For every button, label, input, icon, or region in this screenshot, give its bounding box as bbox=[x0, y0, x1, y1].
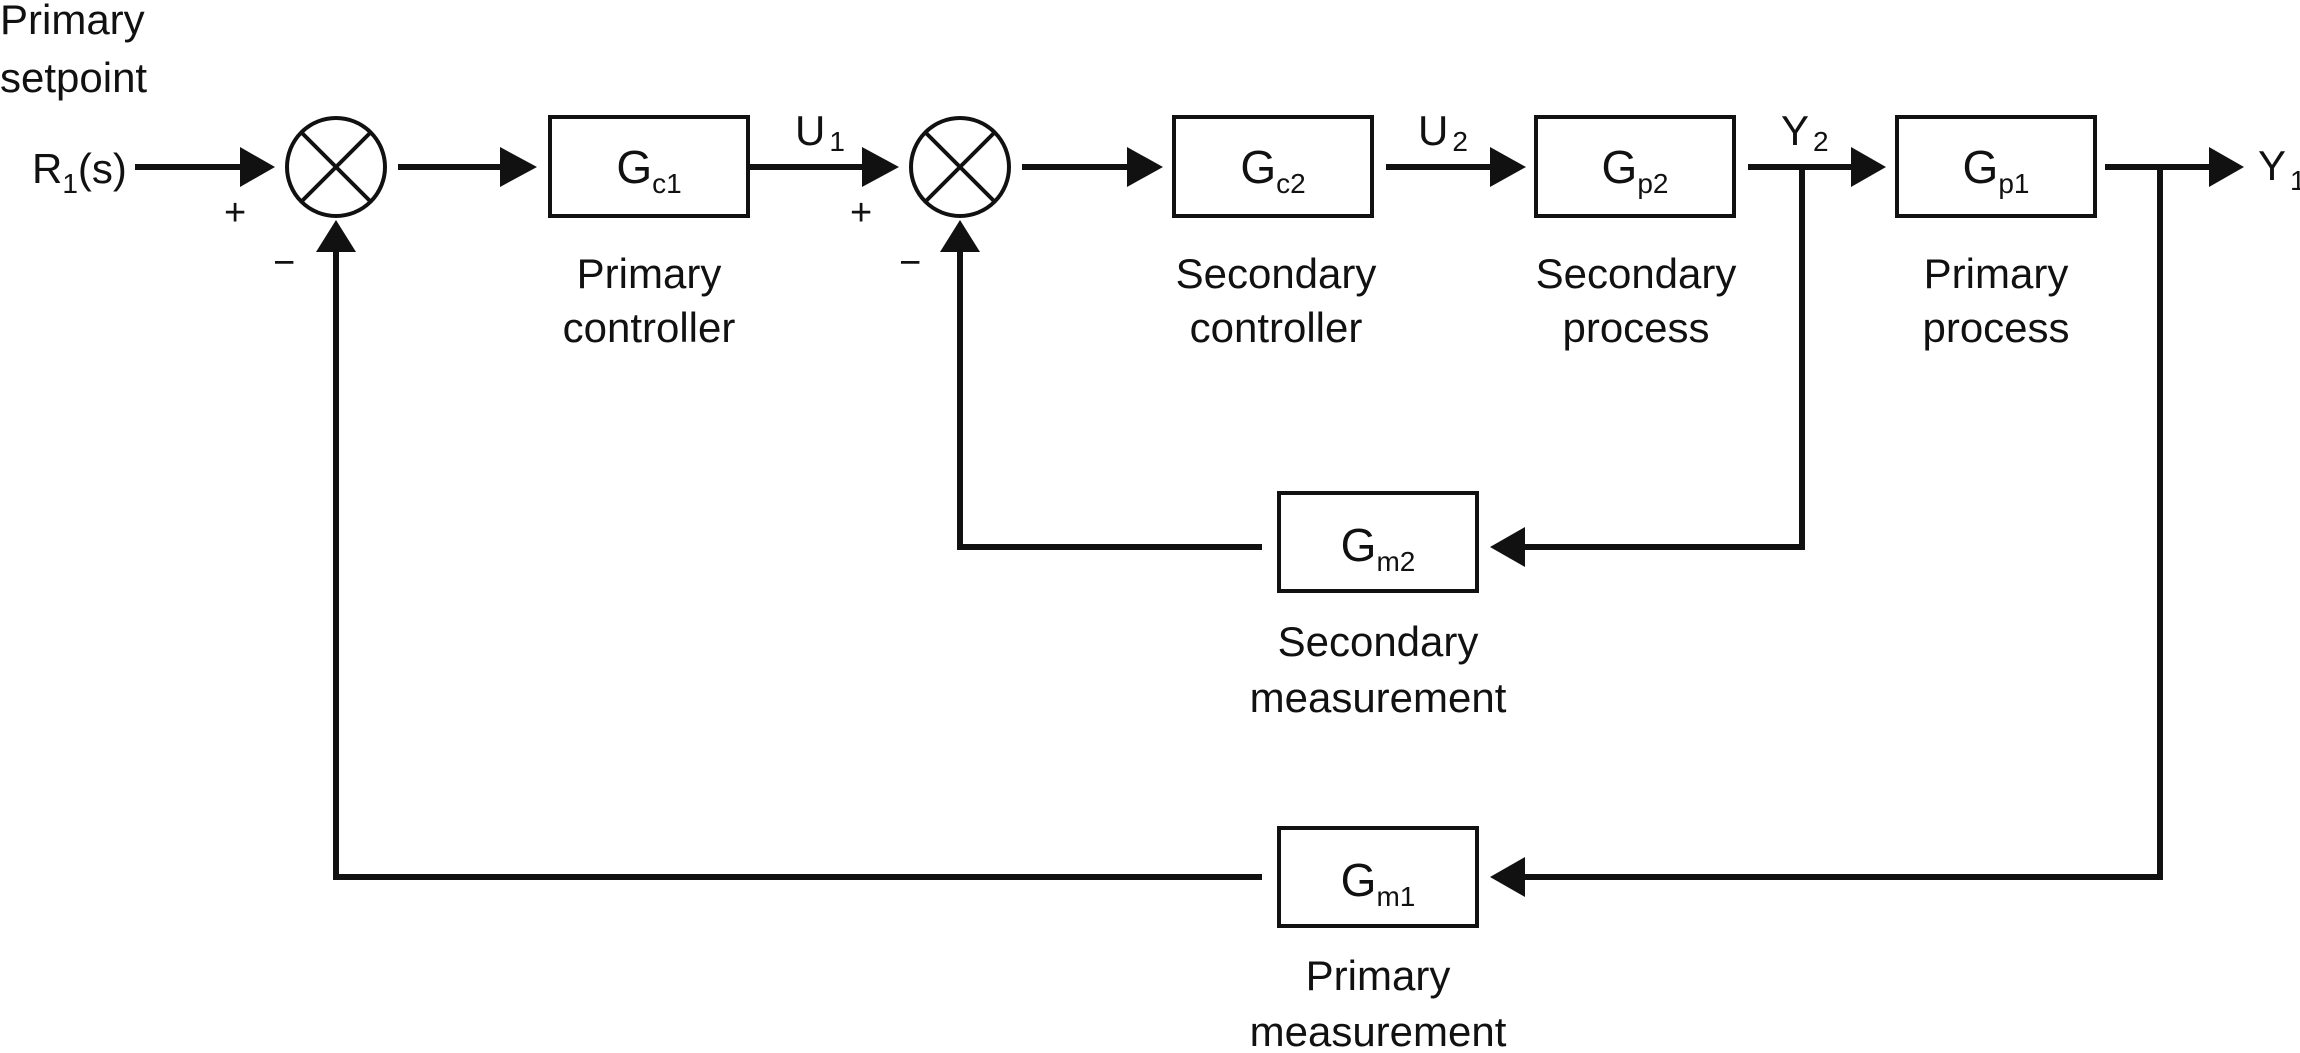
svg-text:Gp1: Gp1 bbox=[1963, 141, 2030, 199]
block-gp1-label-line1: Primary bbox=[1924, 250, 2069, 297]
svg-text:Gm1: Gm1 bbox=[1341, 854, 1416, 912]
block-gm1-sub: m1 bbox=[1376, 881, 1415, 912]
block-gc1: Gc1 bbox=[548, 115, 750, 218]
signal-u2-main: U bbox=[1418, 107, 1448, 154]
sum2-minus-sign: − bbox=[899, 242, 921, 284]
block-gc2-sub: c2 bbox=[1276, 168, 1306, 199]
block-gc1-label-line1: Primary bbox=[577, 250, 722, 297]
wire-gm2-sum2 bbox=[957, 252, 1262, 550]
svg-text:Gp2: Gp2 bbox=[1602, 141, 1669, 199]
arrow-head-sum2-input bbox=[862, 147, 899, 187]
input-signal-label: R1(s) bbox=[32, 145, 127, 199]
signal-y2-main: Y bbox=[1781, 107, 1809, 154]
block-gm1-label-line2: measurement bbox=[1250, 1008, 1507, 1053]
signal-y2-sub: 2 bbox=[1813, 126, 1829, 157]
block-gc2-label-line1: Secondary bbox=[1176, 250, 1377, 297]
block-gp2-sub: p2 bbox=[1637, 168, 1668, 199]
input-signal-main: R bbox=[32, 145, 62, 192]
wire-gm1-sum1 bbox=[333, 252, 1262, 880]
arrow-head-output bbox=[2209, 147, 2244, 187]
summing-junction-2 bbox=[909, 116, 1011, 218]
block-gm1-symbol: G bbox=[1341, 854, 1377, 906]
block-gp2-label-line1: Secondary bbox=[1536, 250, 1737, 297]
block-gm2-sub: m2 bbox=[1376, 546, 1415, 577]
block-gp1-label-line2: process bbox=[1922, 304, 2069, 351]
signal-u1-main: U bbox=[795, 107, 825, 154]
block-gp1-sub: p1 bbox=[1998, 168, 2029, 199]
block-gc2-label-line2: controller bbox=[1190, 304, 1363, 351]
input-caption-line1: Primary bbox=[0, 0, 145, 43]
block-gc2: Gc2 bbox=[1172, 115, 1374, 218]
input-signal-suffix: (s) bbox=[78, 145, 127, 192]
signal-y1-sub: 1 bbox=[2290, 165, 2300, 196]
block-gm2-label-line2: measurement bbox=[1250, 674, 1507, 721]
arrow-head-gc2-input bbox=[1127, 147, 1163, 187]
arrow-head-sum2-feedback bbox=[940, 220, 980, 252]
block-gm2-symbol: G bbox=[1341, 519, 1377, 571]
sum1-minus-sign: − bbox=[273, 242, 295, 284]
arrow-head-gp1-input bbox=[1851, 147, 1886, 187]
arrow-head-sum1-input bbox=[240, 147, 275, 187]
block-gp2-symbol: G bbox=[1602, 141, 1638, 193]
svg-text:Gc2: Gc2 bbox=[1240, 141, 1305, 199]
block-gm1-label-line1: Primary bbox=[1306, 952, 1451, 999]
sum2-plus-sign: + bbox=[850, 192, 872, 234]
signal-u1-sub: 1 bbox=[829, 126, 845, 157]
input-caption-line2: setpoint bbox=[0, 54, 147, 101]
block-gc1-symbol: G bbox=[616, 141, 652, 193]
block-gp1: Gp1 bbox=[1895, 115, 2097, 218]
sum1-plus-sign: + bbox=[224, 192, 246, 234]
input-signal-sub: 1 bbox=[62, 168, 78, 199]
wire-y1-gm1 bbox=[1520, 167, 2163, 880]
summing-junction-1 bbox=[285, 116, 387, 218]
block-gm2-label-line1: Secondary bbox=[1278, 618, 1479, 665]
wire-y2-gm2 bbox=[1520, 167, 1805, 550]
signal-y1-main: Y bbox=[2258, 142, 2286, 189]
block-gc1-label-line2: controller bbox=[563, 304, 736, 351]
svg-text:Gm2: Gm2 bbox=[1341, 519, 1416, 577]
arrow-head-gm1-input bbox=[1490, 857, 1525, 897]
block-gc2-symbol: G bbox=[1240, 141, 1276, 193]
arrow-head-gm2-input bbox=[1490, 527, 1525, 567]
svg-text:R1(s): R1(s) bbox=[32, 145, 127, 199]
block-gp2: Gp2 bbox=[1534, 115, 1736, 218]
block-gc1-sub: c1 bbox=[652, 168, 682, 199]
signal-u2-sub: 2 bbox=[1452, 126, 1468, 157]
block-gp1-symbol: G bbox=[1963, 141, 1999, 193]
block-gm2: Gm2 bbox=[1277, 491, 1479, 593]
block-gm1: Gm1 bbox=[1277, 826, 1479, 928]
arrow-head-gc1-input bbox=[500, 147, 537, 187]
arrow-head-sum1-feedback bbox=[316, 220, 356, 252]
block-gp2-label-line2: process bbox=[1562, 304, 1709, 351]
arrow-head-gp2-input bbox=[1490, 147, 1526, 187]
svg-text:Gc1: Gc1 bbox=[616, 141, 681, 199]
